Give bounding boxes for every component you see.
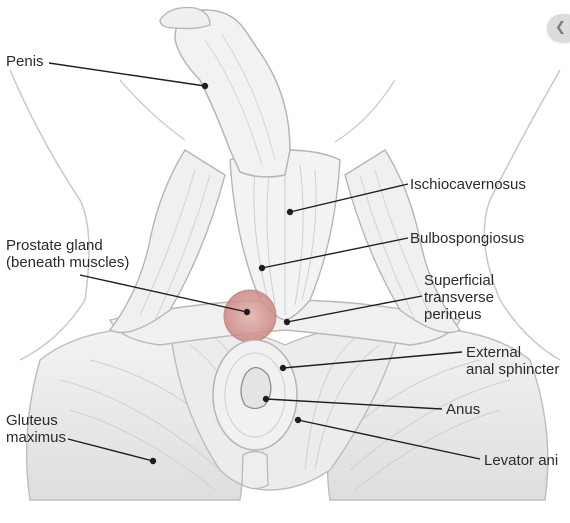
leader-prostate-dot (243, 308, 251, 316)
leader-anus-dot (262, 395, 270, 403)
leader-ischiocavernosus (289, 183, 409, 213)
leader-penis-dot (201, 82, 209, 90)
prostate-gland-marker (223, 289, 277, 343)
leader-gluteus-dot (149, 457, 157, 465)
ischiocavernosus-left (108, 149, 226, 334)
leader-superficial-dot (283, 318, 291, 326)
label-bulbospongiosus: Bulbospongiosus (410, 230, 525, 247)
leader-external-dot (279, 364, 287, 372)
leader-gluteus (67, 438, 154, 462)
label-penis: Penis (6, 53, 44, 70)
label-external-anal-sphincter: External anal sphincter (466, 344, 560, 378)
glans (159, 6, 211, 30)
label-gluteus-maximus: Gluteus maximus (6, 412, 67, 446)
ischiocavernosus-right (344, 149, 462, 334)
leader-bulbospongiosus-dot (258, 264, 266, 272)
leader-levator (297, 419, 481, 460)
penis-shading (204, 34, 276, 166)
leader-levator-dot (294, 416, 302, 424)
bulbo-fibres (253, 155, 317, 315)
chevron-left-icon: ❮ (555, 20, 566, 35)
leader-ischiocavernosus-dot (286, 208, 294, 216)
leader-anus (265, 398, 443, 410)
label-ischiocavernosus: Ischiocavernosus (410, 176, 526, 193)
leader-external (282, 351, 463, 369)
label-levator-ani: Levator ani (484, 452, 559, 469)
left-thigh-outline (9, 69, 90, 361)
upper-left-contour (119, 79, 186, 141)
label-prostate-gland: Prostate gland (beneath muscles) (6, 237, 130, 271)
label-superficial-transverse-perineus: Superficial transverse perineus (424, 272, 495, 323)
leader-superficial (286, 295, 423, 323)
label-anus: Anus (446, 401, 481, 418)
chevron-left-button[interactable]: ❮ (547, 14, 570, 42)
ischio-fibres (139, 169, 431, 321)
coccyx-tip (241, 450, 269, 490)
gluteal-fibres (59, 359, 511, 491)
leader-bulbospongiosus (261, 237, 409, 269)
leader-prostate (79, 274, 248, 313)
anus-shape (240, 366, 272, 410)
leader-penis (48, 62, 206, 87)
upper-right-contour (334, 79, 396, 143)
right-thigh-outline (483, 69, 561, 361)
external-anal-sphincter-inner (224, 352, 286, 438)
